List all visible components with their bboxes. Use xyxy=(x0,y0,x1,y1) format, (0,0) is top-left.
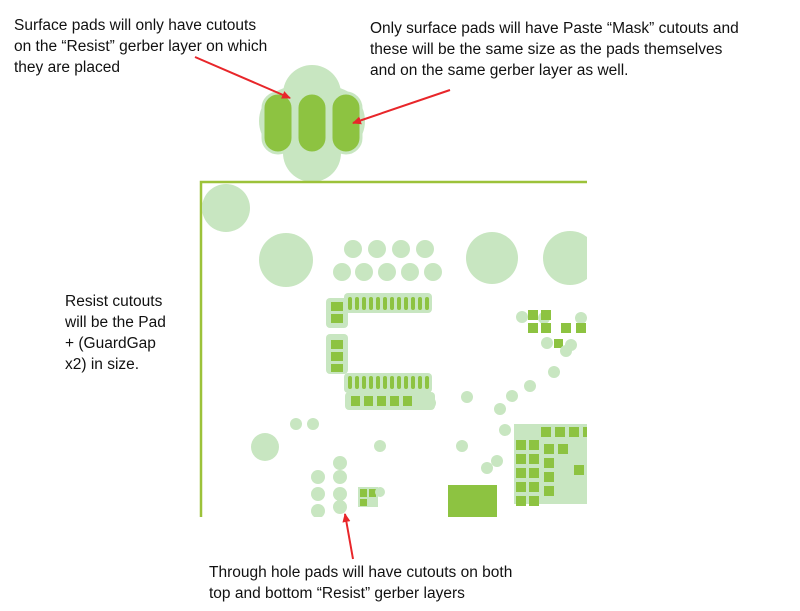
annotation-line: top and bottom “Resist” gerber layers xyxy=(209,585,465,602)
annotation-line: Surface pads will only have cutouts xyxy=(14,17,257,34)
annotation-line: Only surface pads will have Paste “Mask”… xyxy=(370,20,739,37)
via-trail xyxy=(290,345,572,474)
surface-pad-detail xyxy=(259,65,365,182)
through-hole-arrow xyxy=(342,513,354,560)
annotation-line: + (GuardGap xyxy=(65,335,156,352)
mounting-hole xyxy=(543,231,587,285)
annotation-line: x2) in size. xyxy=(65,356,140,373)
annotation-line: and on the same gerber layer as well. xyxy=(370,62,629,79)
surface-pads-arrow xyxy=(194,56,291,99)
resist-size-annotation: Resist cutouts will be the Pad + (GuardG… xyxy=(65,291,166,375)
surface-pads-annotation: Surface pads will only have cutouts on t… xyxy=(14,15,267,78)
through-hole-header xyxy=(333,240,442,281)
surface-pad-center xyxy=(295,91,329,155)
paste-mask-arrow xyxy=(352,89,451,125)
annotation-line: on the “Resist” gerber layer on which xyxy=(14,38,268,55)
annotation-line: will be the Pad xyxy=(65,314,166,331)
paste-mask-annotation: Only surface pads will have Paste “Mask”… xyxy=(370,18,739,81)
smd-cluster-right xyxy=(516,310,587,351)
annotation-line: these will be the same size as the pads … xyxy=(370,41,723,58)
through-hole-annotation: Through hole pads will have cutouts on b… xyxy=(209,562,512,604)
smd-cluster-lower-right xyxy=(514,424,587,506)
board-area xyxy=(202,184,587,517)
through-hole-pins xyxy=(311,456,385,517)
surface-pad-right xyxy=(329,91,363,155)
mounting-hole xyxy=(251,433,279,461)
large-smd-pad xyxy=(448,485,497,517)
annotation-line: they are placed xyxy=(14,59,120,76)
annotation-line: Resist cutouts xyxy=(65,293,163,310)
board-outline xyxy=(199,180,587,517)
ic-footprint xyxy=(326,293,436,410)
mounting-hole xyxy=(202,184,250,232)
mounting-hole xyxy=(259,233,313,287)
mounting-hole xyxy=(466,232,518,284)
surface-pad-left xyxy=(261,91,295,155)
annotation-line: Through hole pads will have cutouts on b… xyxy=(209,564,513,581)
